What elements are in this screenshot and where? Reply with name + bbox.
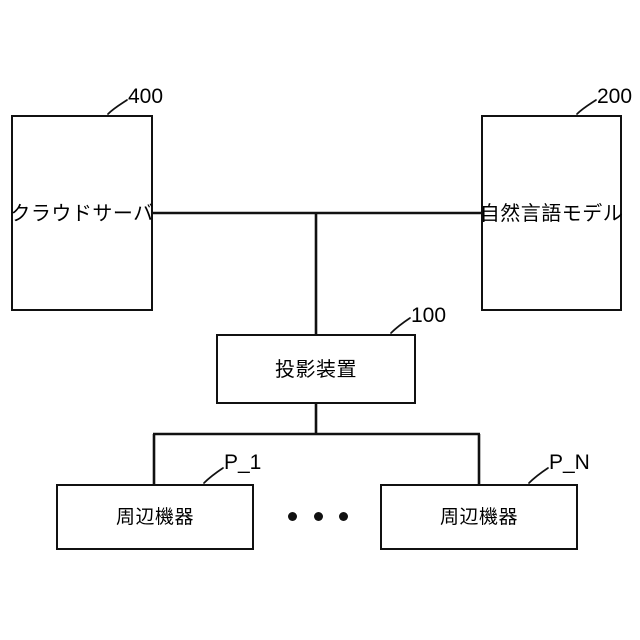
- leader-line-pn: [528, 467, 549, 484]
- node-peripheral-last[interactable]: 周辺機器: [380, 484, 578, 550]
- leader-line-p1: [203, 467, 224, 484]
- node-language-model[interactable]: 自然言語モデル: [479, 115, 624, 311]
- reference-numeral-100: 100: [411, 304, 447, 327]
- node-cloud-server-label: クラウドサーバ: [10, 201, 154, 225]
- node-peripheral-first[interactable]: 周辺機器: [56, 484, 254, 550]
- reference-numeral-200: 200: [597, 85, 633, 108]
- horizontal-ellipsis-icon: [288, 506, 348, 526]
- leader-line-200: [576, 99, 597, 115]
- ellipsis-dot: [313, 511, 323, 521]
- ellipsis-dot: [339, 511, 348, 521]
- node-projector-label: 投影装置: [275, 357, 357, 381]
- reference-numeral-400: 400: [128, 85, 164, 108]
- node-language-model-label: 自然言語モデル: [479, 201, 624, 225]
- node-peripheral-last-label: 周辺機器: [439, 505, 518, 528]
- ellipsis-dot: [288, 511, 297, 521]
- leader-line-100: [390, 317, 411, 334]
- reference-numeral-p1: P_1: [224, 451, 262, 474]
- node-peripheral-first-label: 周辺機器: [115, 505, 194, 528]
- node-cloud-server[interactable]: クラウドサーバ: [10, 115, 154, 311]
- leader-line-400: [107, 99, 128, 115]
- node-projector[interactable]: 投影装置: [216, 334, 416, 404]
- reference-numeral-pn: P_N: [549, 451, 590, 474]
